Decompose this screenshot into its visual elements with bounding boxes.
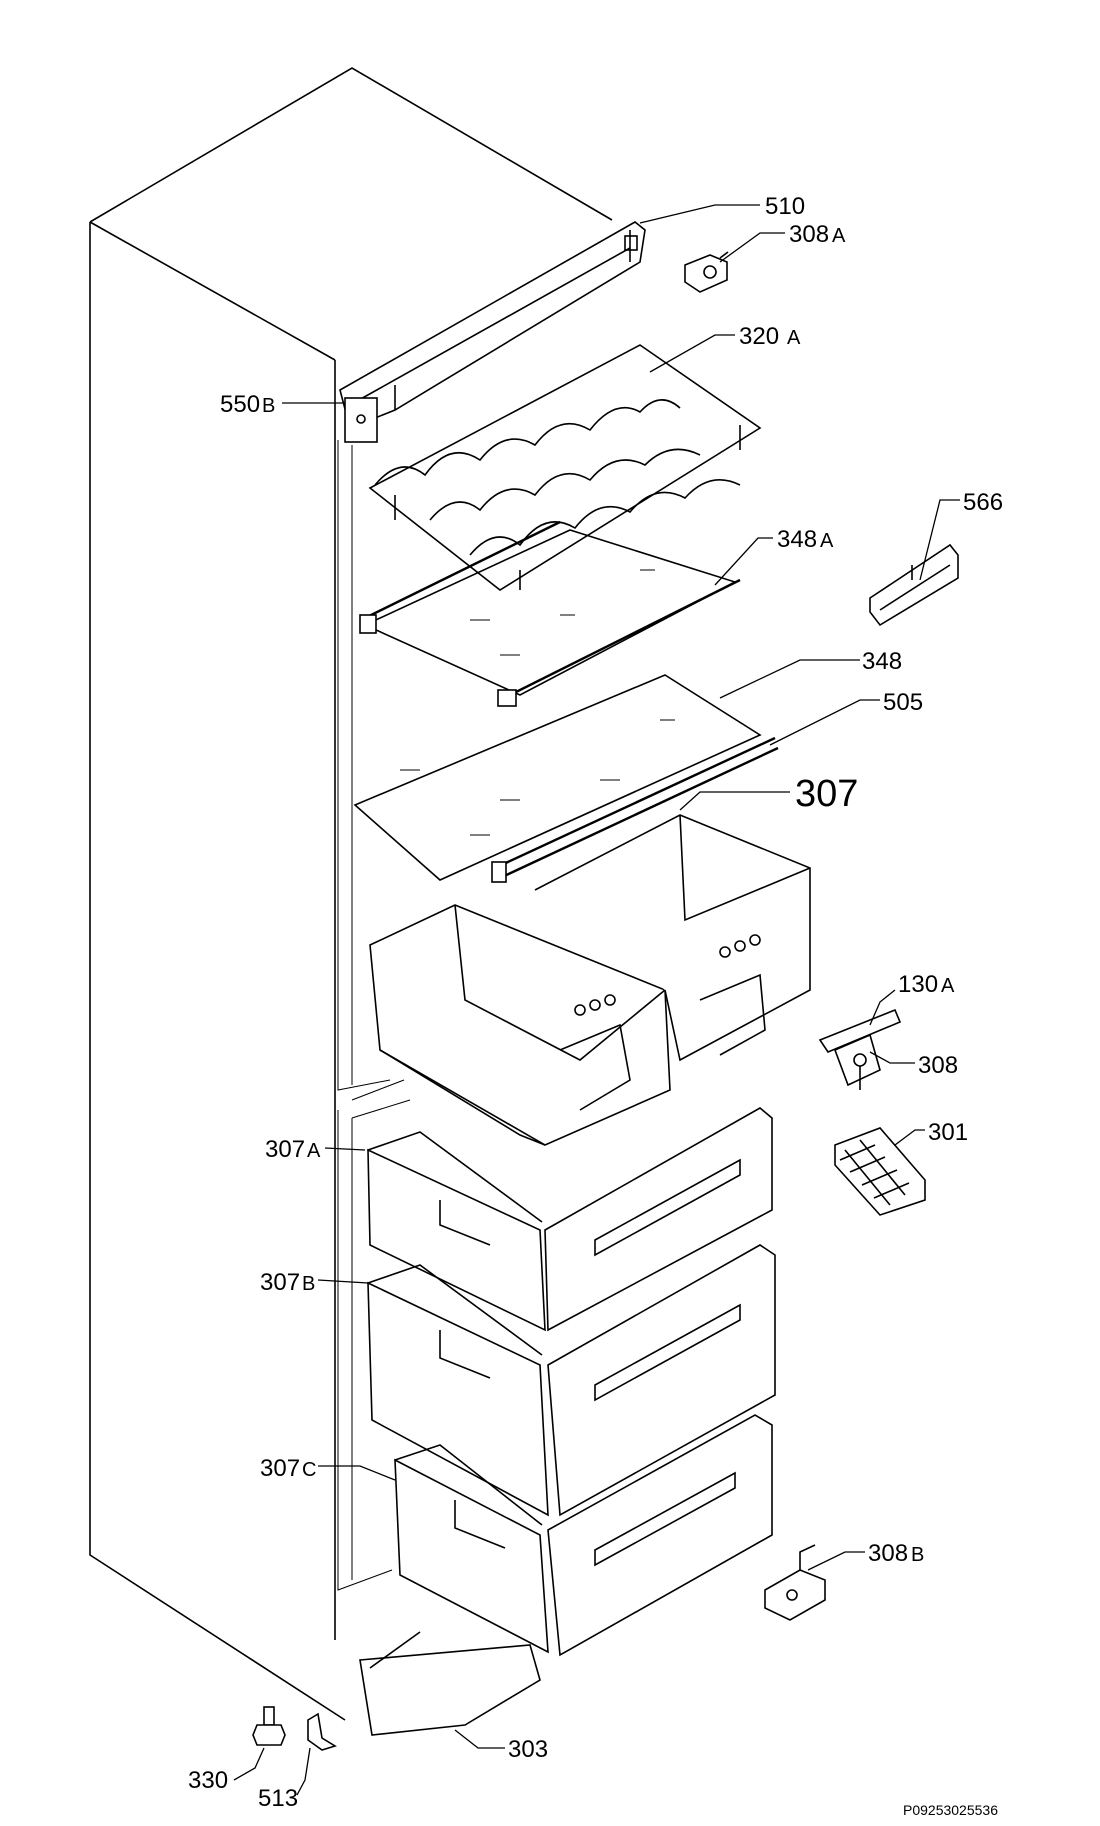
- part-505-shelf-trim: [491, 736, 779, 883]
- part-348A-glass-shelf: [359, 520, 741, 707]
- callout-510: 510: [765, 193, 805, 220]
- callout-330: 330: [188, 1767, 228, 1794]
- callout-513: 513: [258, 1785, 298, 1812]
- part-510-top-cover: [339, 221, 646, 443]
- part-307A-freezer-drawer: [367, 1107, 773, 1332]
- part-307C-freezer-drawer: [394, 1414, 773, 1657]
- document-id: P09253025536: [903, 1802, 998, 1818]
- part-307B-freezer-drawer: [367, 1244, 776, 1517]
- part-308B-hinge: [764, 1544, 826, 1621]
- part-513-clip: [307, 1712, 337, 1751]
- part-320A-bottle-rack: [368, 344, 762, 591]
- callout-348: 348: [862, 648, 902, 675]
- part-307-crisper-drawers: [369, 814, 811, 1146]
- part-330-adjustable-foot: [252, 1706, 286, 1746]
- callout-301: 301: [928, 1119, 968, 1146]
- callout-303: 303: [508, 1736, 548, 1763]
- part-566-bracket: [869, 543, 959, 627]
- part-308A-hinge: [684, 251, 729, 293]
- part-130A-308-hinge: [818, 1008, 902, 1090]
- callout-308: 308: [918, 1052, 958, 1079]
- part-348-glass-shelf: [353, 674, 762, 881]
- callout-566: 566: [963, 489, 1003, 516]
- part-301-ice-tray: [834, 1127, 926, 1216]
- part-303-flap: [359, 1631, 541, 1736]
- callout-307: 307: [795, 773, 858, 815]
- cabinet: [89, 67, 613, 1721]
- callout-505: 505: [883, 689, 923, 716]
- leader-lines: [233, 204, 960, 1796]
